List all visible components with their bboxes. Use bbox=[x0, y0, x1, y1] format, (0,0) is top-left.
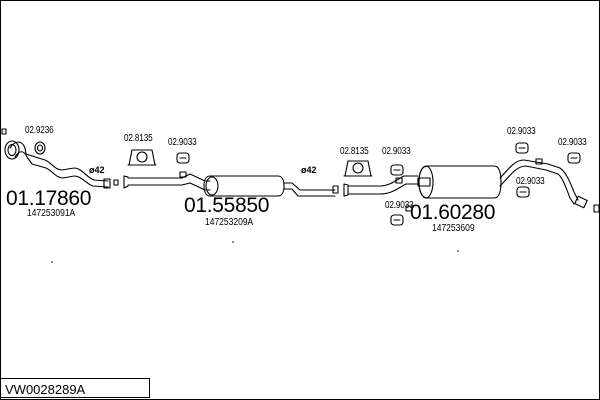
gasket-drawing bbox=[1, 128, 46, 155]
fitting-label-gasket: 02.9236 bbox=[25, 125, 54, 136]
fitting-label-clamp: 02.8135 bbox=[340, 146, 369, 157]
diagram-code: VW0028289A bbox=[5, 382, 86, 397]
part-number-label: 01.55850 bbox=[184, 194, 270, 217]
rubber-hanger-drawings bbox=[176, 142, 581, 226]
reference-dots bbox=[51, 241, 459, 263]
fitting-label-clamp: 02.8135 bbox=[124, 133, 153, 144]
diagram-code-box: VW0028289A bbox=[0, 378, 150, 398]
fitting-label-rubber: 02.9033 bbox=[507, 126, 536, 137]
fitting-label-rubber: 02.9033 bbox=[168, 137, 197, 148]
part-number-label: 01.17860 bbox=[6, 187, 92, 210]
diameter-label: ø42 bbox=[301, 165, 317, 175]
diameter-label: ø42 bbox=[89, 165, 105, 175]
front-pipe-drawing bbox=[4, 140, 111, 189]
oe-number-label: 147253091A bbox=[27, 208, 76, 219]
centre-pipe-drawing bbox=[113, 173, 339, 197]
fitting-label-rubber: 02.9033 bbox=[385, 200, 414, 211]
clamp-drawing-1 bbox=[127, 149, 157, 166]
rear-box-drawing bbox=[343, 159, 600, 213]
fitting-label-rubber: 02.9033 bbox=[558, 137, 587, 148]
fitting-label-rubber: 02.9033 bbox=[382, 146, 411, 157]
oe-number-label: 147253609 bbox=[432, 223, 475, 234]
part-number-label: 01.60280 bbox=[410, 201, 496, 224]
fitting-label-rubber: 02.9033 bbox=[516, 176, 545, 187]
clamp-drawing-2 bbox=[343, 160, 373, 177]
oe-number-label: 147253209A bbox=[205, 217, 254, 228]
